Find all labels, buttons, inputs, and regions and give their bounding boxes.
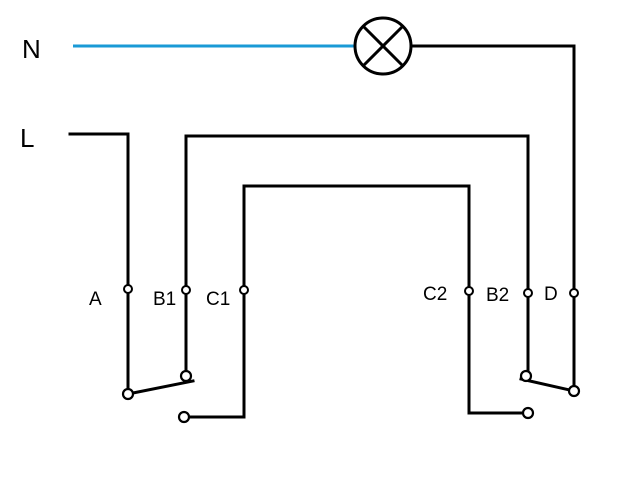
point-d (569, 288, 579, 298)
label-b1: B1 (153, 289, 176, 310)
switch-terminal-left-b (179, 369, 193, 383)
switch-blade-left (126, 379, 195, 396)
label-b2: B2 (486, 285, 509, 306)
traveller-b-wire (184, 134, 530, 378)
live-to-a-wire (68, 132, 130, 394)
label-a: A (89, 289, 102, 310)
point-a (123, 284, 133, 294)
switch-terminal-left-c (177, 410, 191, 424)
label-c1: C1 (206, 289, 230, 310)
neutral-label: N (22, 34, 41, 64)
point-c1 (239, 285, 249, 295)
live-label: L (20, 123, 34, 153)
lamp-icon (353, 16, 413, 76)
point-c2 (464, 286, 474, 296)
point-b2 (523, 288, 533, 298)
point-b1 (181, 285, 191, 295)
switch-terminal-right-c (521, 406, 535, 420)
switch-blade-right (519, 377, 576, 393)
switch-terminal-right-b (519, 369, 533, 383)
label-d: D (544, 284, 558, 305)
switch-terminal-left-common (121, 387, 135, 401)
traveller-c-wire (182, 184, 530, 419)
label-c2: C2 (423, 284, 447, 305)
switch-terminal-right-common (567, 384, 581, 398)
lamp-to-d-wire (409, 44, 576, 388)
